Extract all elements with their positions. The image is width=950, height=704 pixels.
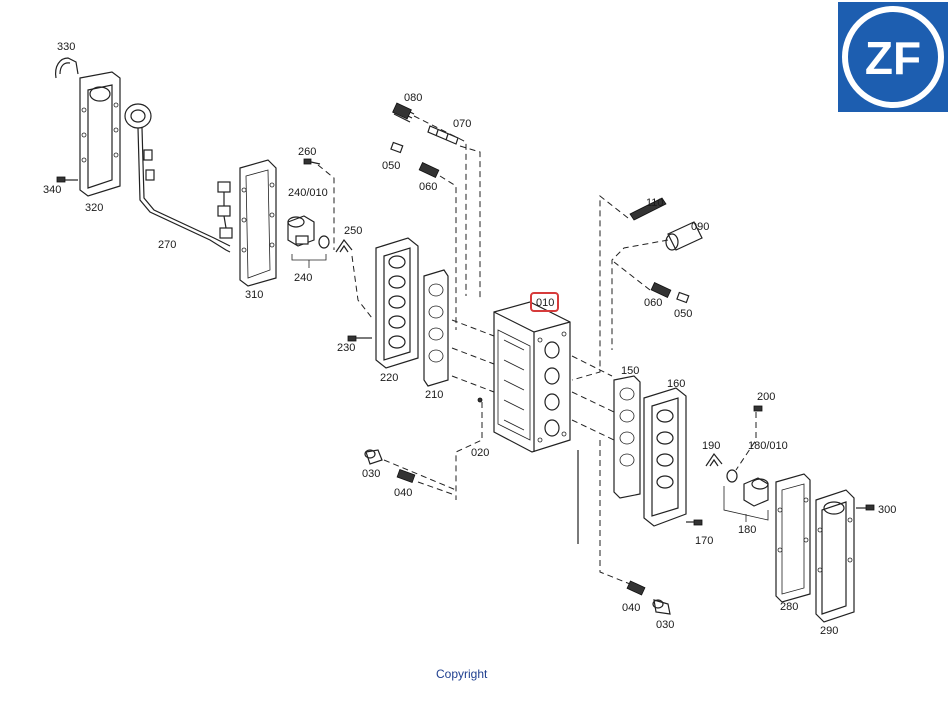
part-290-cover[interactable] [815, 489, 855, 623]
part-090-spool[interactable] [665, 221, 703, 251]
part-050-plug-a[interactable] [390, 141, 404, 154]
label-030-b: 030 [656, 619, 674, 631]
label-220: 220 [380, 372, 398, 384]
zf-logo-text: ZF [865, 32, 921, 84]
label-240: 240 [294, 272, 312, 284]
label-260: 260 [298, 146, 316, 158]
label-030-a: 030 [362, 468, 380, 480]
part-050-plug-b[interactable] [676, 291, 690, 304]
label-300: 300 [878, 504, 896, 516]
part-040-spring-a[interactable] [396, 468, 416, 484]
label-200: 200 [757, 391, 775, 403]
part-040-spring-b[interactable] [626, 580, 646, 596]
label-010[interactable]: 010 [536, 297, 554, 309]
label-040-a: 040 [394, 487, 412, 499]
part-190-clip[interactable] [705, 452, 723, 467]
part-030-plug-a[interactable] [364, 449, 383, 465]
zf-logo-mark: ZF [842, 6, 944, 108]
label-320: 320 [85, 202, 103, 214]
label-080: 080 [404, 92, 422, 104]
label-230: 230 [337, 342, 355, 354]
part-240-solenoid[interactable] [287, 215, 315, 247]
label-160: 160 [667, 378, 685, 390]
part-010-main-housing[interactable] [493, 301, 571, 453]
label-150: 150 [621, 365, 639, 377]
label-050-b: 050 [674, 308, 692, 320]
part-300-screw[interactable] [856, 504, 875, 511]
label-250: 250 [344, 225, 362, 237]
part-220-valve-body[interactable] [375, 237, 419, 369]
label-270: 270 [158, 239, 176, 251]
label-110: 110 [646, 197, 664, 209]
label-060-b: 060 [644, 297, 662, 309]
part-160-valve-body[interactable] [643, 387, 687, 527]
label-280: 280 [780, 601, 798, 613]
part-110-spring[interactable] [629, 197, 667, 221]
part-320-cover[interactable] [79, 71, 121, 197]
part-200-screw[interactable] [753, 405, 763, 412]
part-180-solenoid[interactable] [743, 477, 769, 507]
label-050-a: 050 [382, 160, 400, 172]
label-170: 170 [695, 535, 713, 547]
label-020: 020 [471, 447, 489, 459]
label-180-010: 180/010 [748, 440, 788, 452]
part-340-screw[interactable] [56, 176, 78, 183]
part-250-clip[interactable] [335, 238, 353, 253]
part-270-harness[interactable] [124, 103, 233, 253]
label-060-a: 060 [419, 181, 437, 193]
copyright-link[interactable]: Copyright [436, 667, 488, 681]
part-170-screw[interactable] [686, 519, 703, 526]
part-280-gasket[interactable] [775, 473, 811, 603]
label-190: 190 [702, 440, 720, 452]
part-180-010-ring[interactable] [726, 469, 738, 483]
part-230-screw[interactable] [347, 335, 372, 342]
part-260-screw[interactable] [303, 158, 321, 165]
zf-logo[interactable]: ZF [838, 2, 948, 112]
label-070: 070 [453, 118, 471, 130]
part-210-gasket[interactable] [423, 269, 449, 387]
label-330: 330 [57, 41, 75, 53]
part-020-pin[interactable] [477, 397, 483, 403]
label-090: 090 [691, 221, 709, 233]
part-150-gasket[interactable] [613, 375, 641, 499]
label-240-010: 240/010 [288, 187, 328, 199]
highlight-box-010 [530, 292, 559, 312]
label-310: 310 [245, 289, 263, 301]
part-060-spring-b[interactable] [650, 282, 672, 298]
label-210: 210 [425, 389, 443, 401]
part-240-010-ring[interactable] [318, 235, 330, 249]
part-060-spring-a[interactable] [418, 162, 440, 178]
label-040-b: 040 [622, 602, 640, 614]
part-330-clip[interactable] [55, 57, 79, 79]
label-180: 180 [738, 524, 756, 536]
part-310-gasket[interactable] [239, 159, 277, 287]
label-290: 290 [820, 625, 838, 637]
part-080-spring[interactable] [392, 102, 415, 123]
part-070-spool[interactable] [427, 125, 459, 145]
part-030-plug-b[interactable] [652, 599, 671, 615]
label-340: 340 [43, 184, 61, 196]
